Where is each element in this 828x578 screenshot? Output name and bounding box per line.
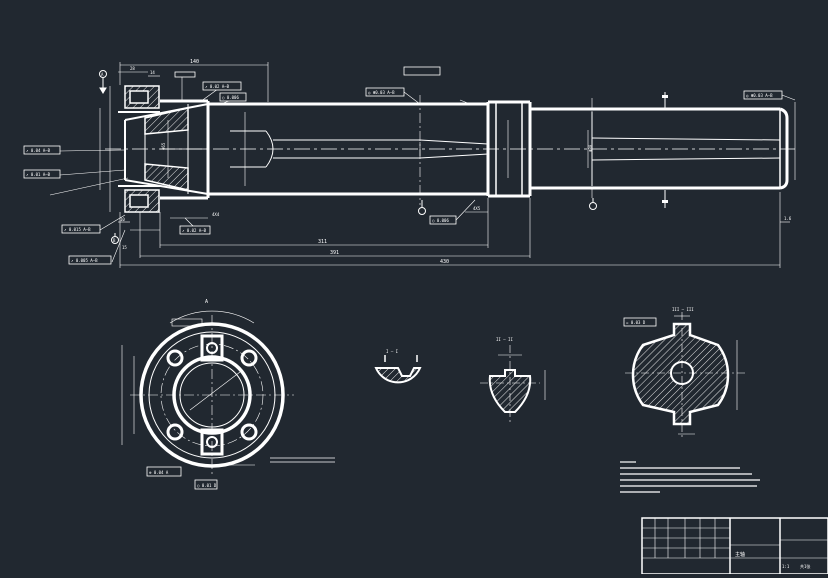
dim-left-small-2: 15 (122, 245, 127, 250)
dim-bottom-small-1: 4X4 (212, 212, 220, 217)
dim-top-small-2: 14 (150, 70, 155, 75)
flange-hatching (118, 85, 189, 213)
view-labels: A I — I II — II III — III A B (101, 72, 694, 354)
title-block-drawing-title: 主轴 (735, 551, 745, 558)
section-2 (480, 345, 546, 425)
tol-section-r: = 0.03 D (626, 320, 646, 325)
dim-dia-center: Φ65 (161, 142, 166, 150)
dim-overall-length: 430 (440, 259, 449, 265)
dim-length-311: 311 (318, 239, 327, 245)
tol-left-b: ↗ 0.01 A–B (26, 172, 51, 177)
datum-marks (99, 70, 597, 244)
datum-b-label: B (113, 238, 116, 243)
dim-bottom-small-2: 4X5 (473, 206, 481, 211)
tol-top-left-a: ↗ 0.02 A–B (205, 84, 230, 89)
datum-a-label: A (101, 72, 104, 77)
dim-right-small: 1.6 (784, 216, 792, 221)
section-3-label: III — III (672, 307, 694, 312)
dimension-lines (99, 62, 790, 268)
tol-top-right: ◎ Φ0.03 A–B (746, 93, 773, 98)
leader-lines (49, 75, 796, 263)
dimension-texts: 430 391 311 140 28 14 10 15 4X4 4X5 1.6 … (120, 59, 792, 265)
section-1-label: I — I (386, 349, 399, 354)
flange-end-view (121, 310, 335, 475)
tol-top-center: ◎ Φ0.03 A–B (368, 90, 395, 95)
tolerance-frames (23, 66, 783, 490)
tol-bottom-center: ◯ 0.006 (432, 218, 449, 223)
title-block-sheet: 共1张 (800, 563, 810, 569)
section-3 (625, 312, 745, 438)
title-block-scale: 1:1 (782, 564, 790, 569)
tol-left-a: ↗ 0.04 A–B (26, 148, 51, 153)
tol-flange-b: ◯ 0.01 D (197, 483, 217, 488)
dim-left-small-1: 10 (120, 217, 125, 222)
tol-bottom-left-a: ↗ 0.015 A–B (64, 227, 91, 232)
technical-notes (620, 461, 760, 493)
flange-label-box (171, 318, 203, 327)
dim-length-391: 391 (330, 250, 339, 256)
dim-dia-journal: Φ80 (588, 144, 593, 152)
section-1 (374, 355, 422, 384)
section-2-label: II — II (496, 337, 513, 342)
dim-top-small-1: 28 (130, 66, 135, 71)
tol-bottom-mid: ↗ 0.02 A–B (182, 228, 207, 233)
flange-view-label: A (205, 299, 208, 305)
tol-flange-a: ⊕ 0.04 A (149, 470, 169, 475)
title-block-texts: 主轴 1:1 共1张 (735, 551, 810, 569)
tolerance-texts: ◎ Φ0.03 A–B ◎ Φ0.03 A–B ↗ 0.02 A–B ◯ 0.0… (26, 84, 773, 488)
dim-length-140: 140 (190, 59, 199, 65)
tol-top-left-b: ◯ 0.006 (222, 95, 239, 100)
tol-bottom-left-b: ↗ 0.005 A–B (71, 258, 98, 263)
